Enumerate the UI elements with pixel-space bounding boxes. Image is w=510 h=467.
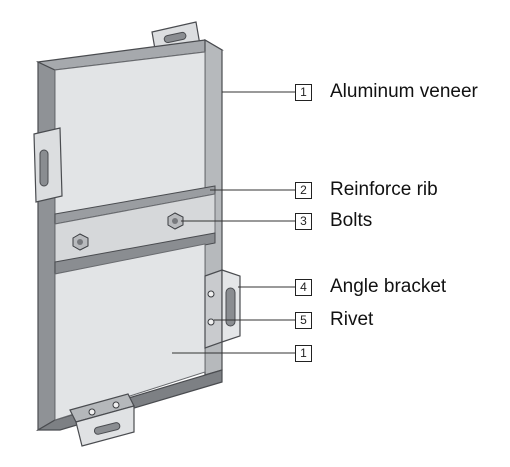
angle-bracket	[204, 269, 241, 349]
callout-label: Angle bracket	[330, 276, 447, 297]
callout-label: Reinforce rib	[330, 179, 438, 200]
rivet	[207, 318, 215, 326]
callout-rivet: 5 Rivet	[295, 309, 373, 331]
left-angle-bracket	[33, 127, 63, 203]
callout-number: 2	[295, 181, 312, 199]
callout-aluminum-veneer-lower: 1	[295, 342, 330, 364]
callout-label: Rivet	[330, 309, 374, 330]
callout-label: Aluminum veneer	[330, 81, 478, 102]
callout-angle-bracket: 4 Angle bracket	[295, 276, 446, 298]
bolt-left	[72, 233, 89, 251]
callout-bolts: 3 Bolts	[295, 210, 372, 232]
callout-number: 1	[295, 83, 312, 101]
callout-number: 3	[295, 212, 312, 230]
rivet-upper	[207, 290, 215, 298]
callout-number: 5	[295, 311, 312, 329]
bolt-right	[167, 212, 184, 230]
callout-number: 4	[295, 278, 312, 296]
bottom-angle-bracket	[69, 393, 135, 447]
callout-label: Bolts	[330, 210, 373, 231]
leader-lines	[172, 91, 295, 354]
callout-aluminum-veneer: 1 Aluminum veneer	[295, 81, 478, 103]
callout-number: 1	[295, 344, 312, 362]
callout-reinforce-rib: 2 Reinforce rib	[295, 179, 438, 201]
aluminum-veneer-lower	[54, 243, 206, 421]
